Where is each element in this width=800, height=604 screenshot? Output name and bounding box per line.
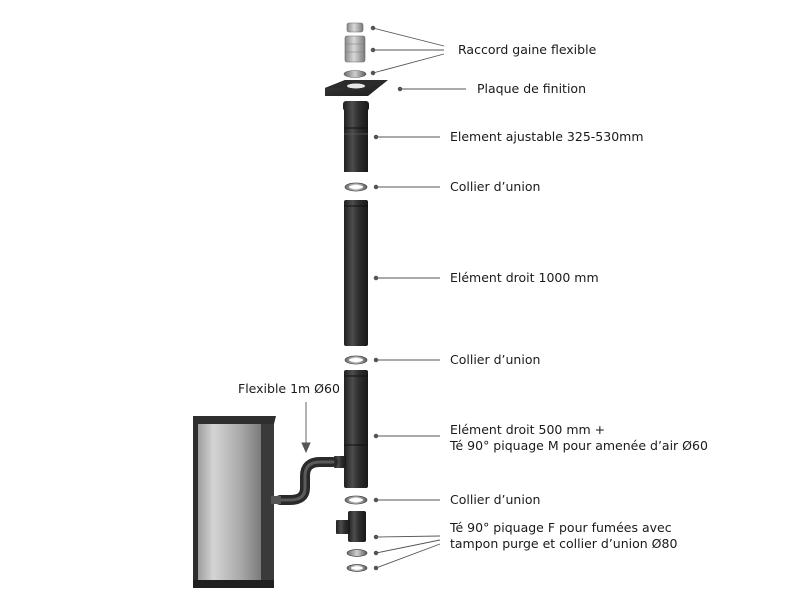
label-element-droit-500-line2: Té 90° piquage M pour amenée d’air Ø60 [450,438,708,453]
element-ajustable [343,101,369,172]
label-collier-union-3: Collier d’union [450,492,541,507]
label-raccord-gaine-flexible: Raccord gaine flexible [458,42,597,57]
element-droit-500-te-piquage-m [334,370,368,488]
collier-union-1 [344,182,368,192]
label-element-droit-1000: Elément droit 1000 mm [450,270,599,285]
label-flexible-1m: Flexible 1m Ø60 [238,381,340,396]
label-collier-union-1: Collier d’union [450,179,541,194]
collier-union-3 [344,495,368,505]
raccord-gaine-flexible [343,22,367,78]
leader-lines [301,25,466,571]
label-element-droit-500-line1: Elément droit 500 mm + [450,422,606,437]
stove-illustration [193,416,281,588]
label-element-ajustable: Element ajustable 325-530mm [450,129,644,144]
label-plaque-de-finition: Plaque de finition [477,81,587,96]
label-te-piquage-f-line1: Té 90° piquage F pour fumées avec [450,520,672,535]
label-te-piquage-f-line2: tampon purge et collier d’union Ø80 [450,536,678,551]
te-piquage-f [336,511,368,572]
collier-union-2 [344,355,368,365]
element-droit-1000 [344,200,368,346]
plaque-de-finition [325,80,388,96]
label-collier-union-2: Collier d’union [450,352,541,367]
flexible-1m [275,457,338,505]
